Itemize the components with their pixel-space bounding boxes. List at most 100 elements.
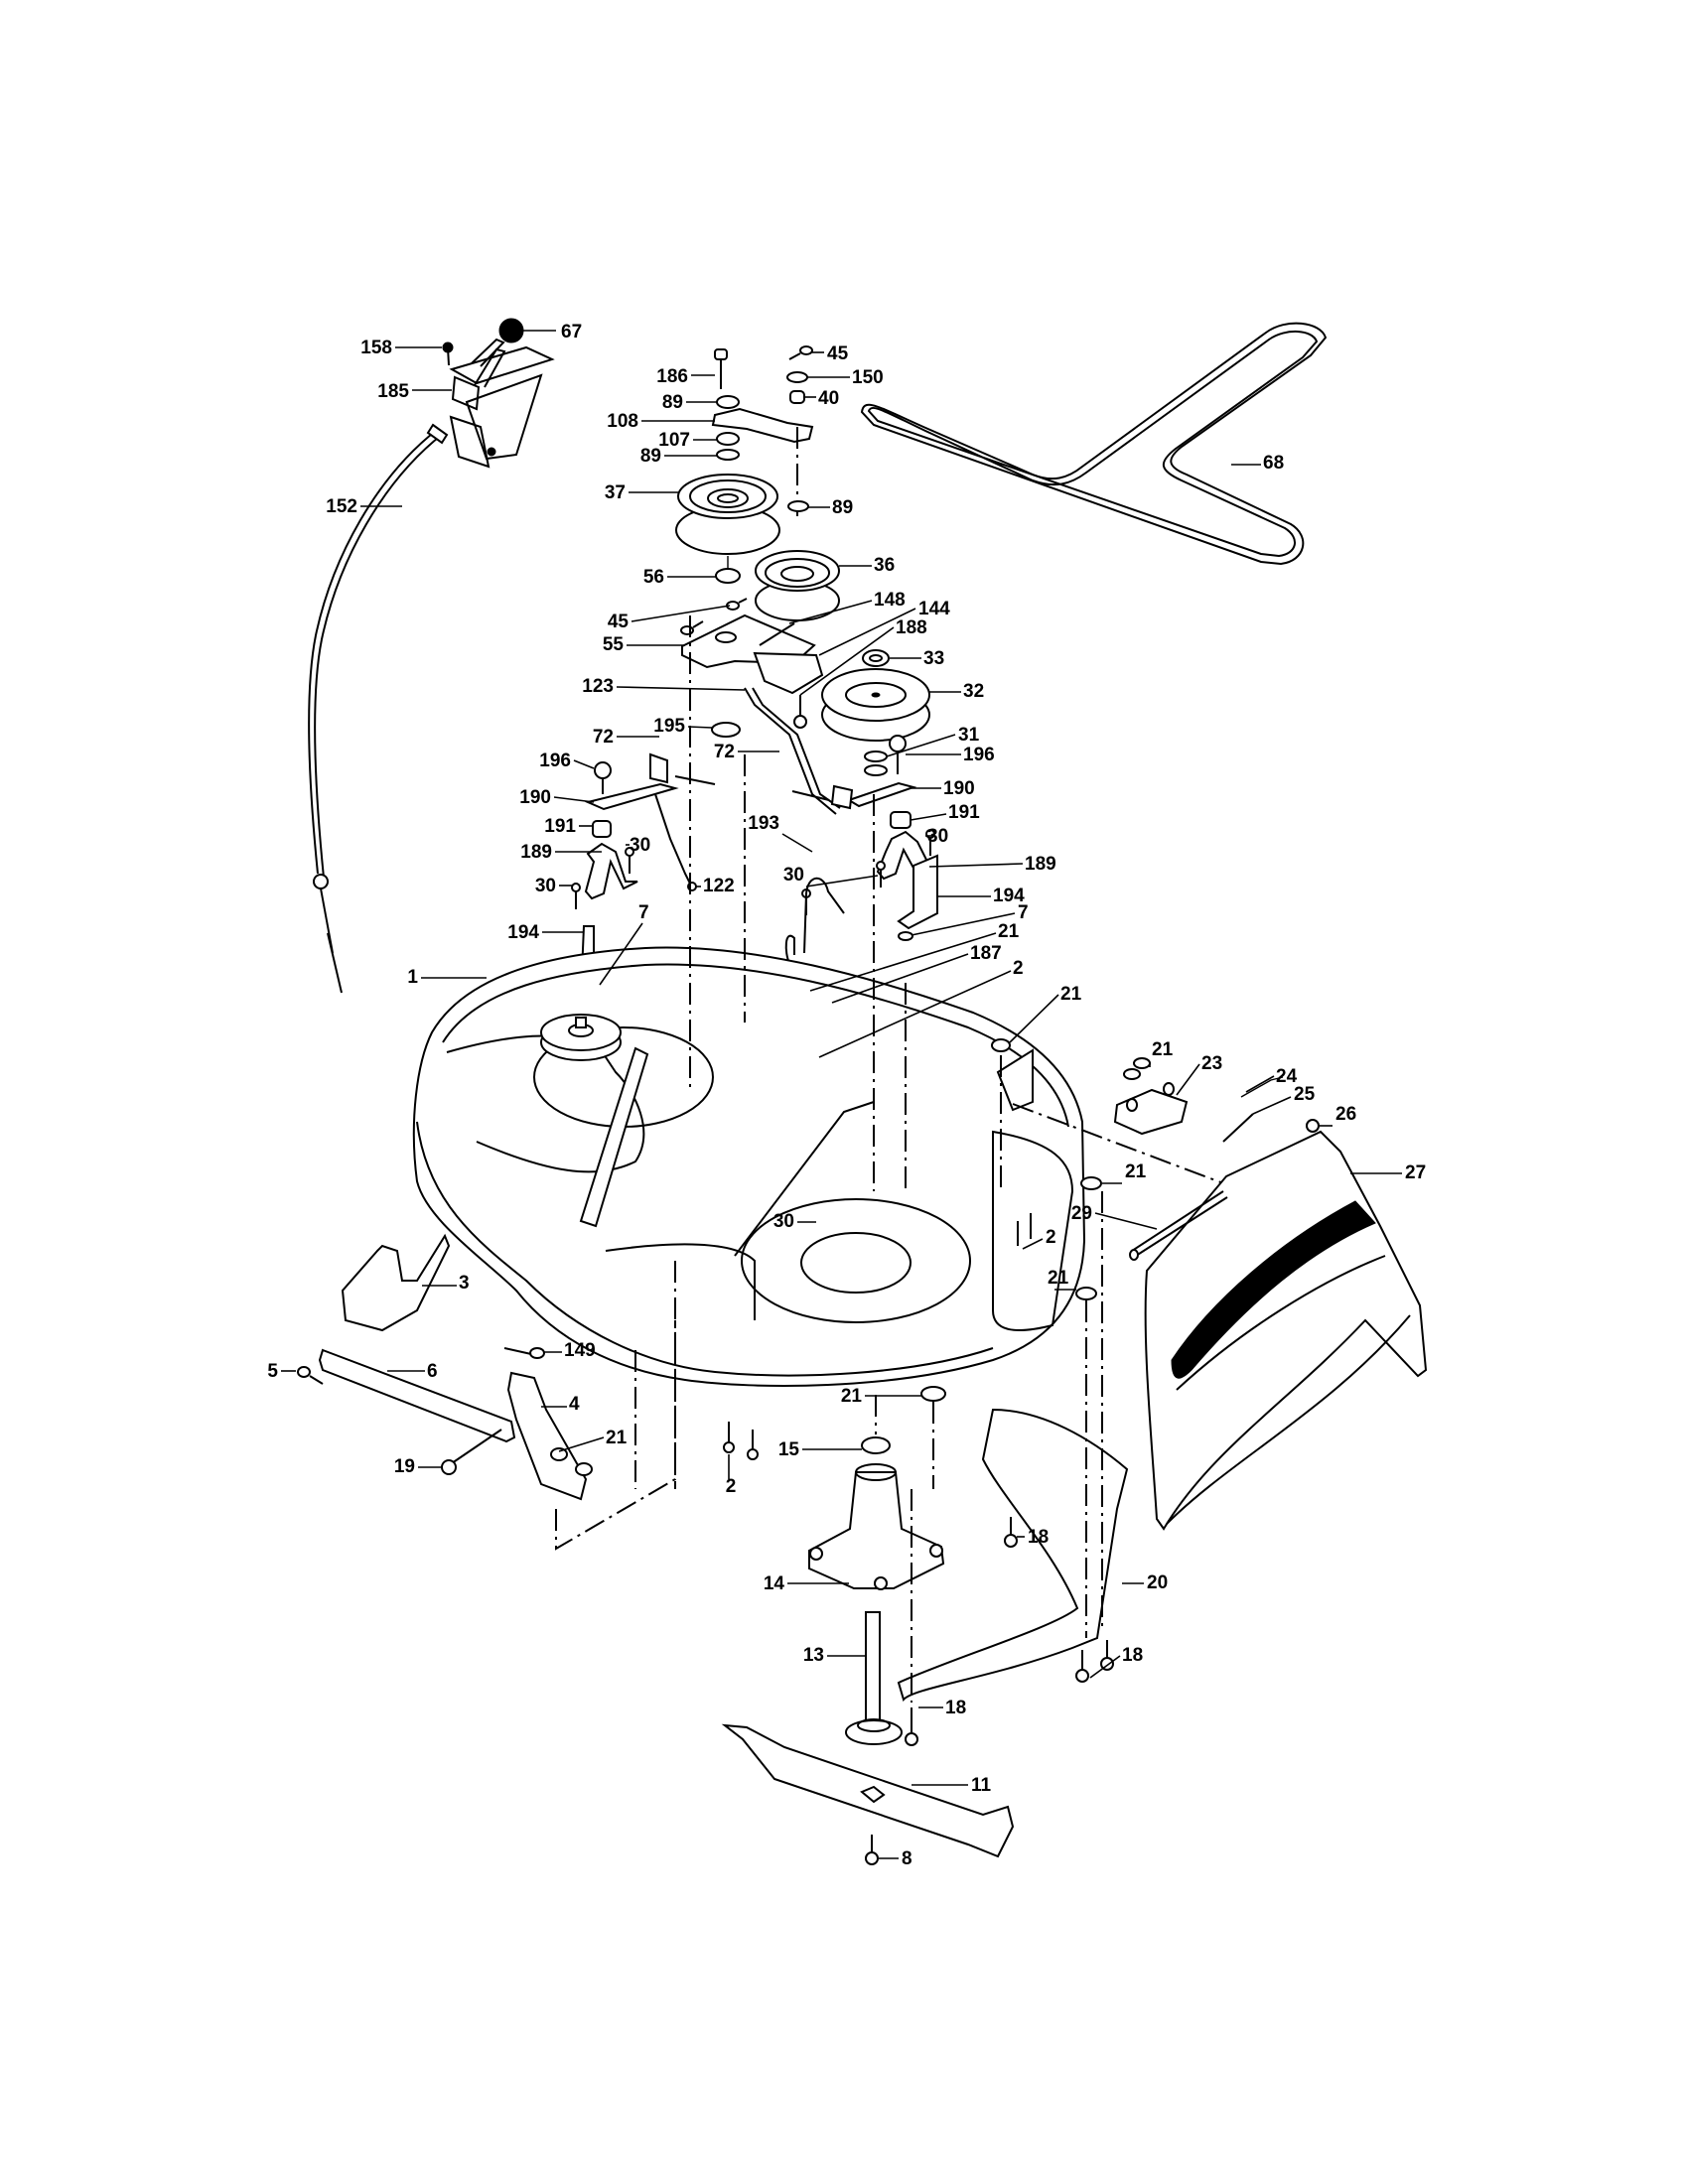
callout-bracket: 194	[507, 922, 584, 943]
callout-label: 31	[958, 725, 980, 746]
callout-bolt: 188	[799, 617, 927, 696]
leader-line	[573, 759, 595, 769]
idler-pulley-36	[755, 550, 840, 621]
callout-screw: 158	[360, 338, 442, 358]
callout-bracket: 189	[928, 854, 1056, 875]
callout-idler-bracket: 55	[603, 634, 685, 655]
leader-line	[599, 922, 643, 986]
callout-label: 195	[653, 716, 685, 737]
callout-label: 149	[564, 1340, 596, 1361]
leader-line	[911, 912, 1016, 936]
callout-label: 7	[1018, 902, 1029, 923]
callout-idler-arm: 108	[607, 411, 715, 432]
callout-idler-pulley: 37	[605, 482, 678, 503]
callout-label: 122	[703, 876, 735, 896]
bracket-4	[506, 1371, 588, 1501]
callout-label: 188	[896, 617, 927, 638]
leader-line	[1094, 1212, 1158, 1230]
callout-label: 89	[640, 446, 661, 467]
deck-housing-1	[412, 946, 1086, 1387]
callout-label: 196	[963, 745, 995, 765]
callout-spindle-housing: 14	[764, 1573, 849, 1594]
callout-knob: 67	[523, 322, 582, 342]
bolt-186	[714, 348, 728, 389]
callout-bushing: 191	[910, 802, 980, 823]
spring-72-left	[674, 775, 716, 785]
bolt-196-left	[594, 761, 612, 794]
idler-arm-108	[711, 407, 814, 444]
callout-label: 2	[1013, 958, 1024, 979]
callout-bearing: 15	[778, 1439, 862, 1460]
callout-washer: 195	[653, 716, 713, 737]
callout-spring: 148	[788, 590, 906, 624]
callout-hinge-bracket: 23	[1176, 1053, 1222, 1096]
leader-line	[910, 813, 947, 821]
callout-label: 36	[874, 555, 895, 576]
callout-label: 190	[519, 787, 551, 808]
front-link-6	[318, 1348, 516, 1443]
hairpin-5	[297, 1366, 324, 1385]
callout-label: 37	[605, 482, 626, 503]
callout-front-link: 6	[387, 1361, 438, 1382]
callout-link-arm: 190	[912, 778, 975, 799]
callout-screw: 2	[726, 1454, 736, 1497]
callout-bushing: 107	[658, 430, 717, 451]
hairpin-149	[503, 1347, 545, 1359]
nut-21-chute-a	[1080, 1176, 1102, 1190]
callout-label: 108	[607, 411, 638, 432]
bracket-194-right	[897, 854, 938, 930]
leader-line	[558, 1436, 605, 1452]
callout-label: 11	[971, 1775, 992, 1796]
callout-label: 67	[561, 322, 582, 342]
callout-label: 30	[630, 835, 650, 856]
rod-123	[744, 687, 837, 815]
callout-bracket: 189	[520, 842, 602, 863]
callout-idler-pulley: 36	[839, 555, 895, 576]
leader-line	[1245, 1075, 1275, 1093]
callout-label: 7	[638, 902, 649, 923]
callout-label: 23	[1201, 1053, 1222, 1074]
callout-blade-guard: 20	[1122, 1572, 1168, 1593]
callout-label: 27	[1405, 1162, 1426, 1183]
callout-nut: 21	[1048, 1268, 1076, 1291]
callout-washer: 150	[807, 367, 884, 388]
nut-21-front-a	[550, 1447, 568, 1461]
callout-label: 21	[1152, 1039, 1174, 1060]
callout-label: 148	[874, 590, 906, 611]
callout-label: 21	[1048, 1268, 1069, 1289]
callout-front-hanger-bracket: 3	[422, 1273, 470, 1294]
front-hanger-bracket-3	[341, 1233, 451, 1332]
callout-belt-guide: 187	[831, 943, 1002, 1004]
callout-label: 72	[593, 727, 614, 748]
lever-handle	[471, 338, 505, 367]
spring-148	[759, 622, 795, 646]
callout-layer: 1586718515218689108107893756451504089366…	[267, 322, 1426, 1869]
callout-bolt: 19	[394, 1456, 442, 1477]
callout-label: 3	[459, 1273, 470, 1294]
callout-lift-lever-bracket: 185	[377, 381, 452, 402]
leader-line	[616, 686, 746, 691]
callout-rod: 193	[748, 813, 813, 853]
callout-hairpin-clip: 149	[544, 1340, 596, 1361]
callout-label: 15	[778, 1439, 800, 1460]
leader-line	[818, 608, 916, 656]
callout-spindle-shaft: 13	[803, 1645, 865, 1666]
screw-2-deck-right	[1017, 1213, 1032, 1246]
callout-label: 68	[1263, 453, 1284, 474]
callout-bracket: 144	[818, 599, 950, 656]
callout-deck-housing: 1	[407, 967, 487, 988]
leader-line	[788, 600, 873, 624]
spacer-56	[715, 568, 741, 584]
callout-link-arm: 190	[519, 787, 595, 808]
callout-label: 191	[948, 802, 980, 823]
deck-bracket-right	[996, 1048, 1034, 1112]
callout-label: 30	[783, 865, 804, 886]
leader-line	[928, 863, 1024, 868]
callout-label: 33	[923, 648, 944, 669]
callout-label: 189	[520, 842, 552, 863]
pulley-32	[821, 668, 930, 742]
callout-nut: 40	[804, 388, 839, 409]
callout-v-belt: 68	[1231, 453, 1284, 474]
callout-label: 26	[1335, 1104, 1356, 1125]
